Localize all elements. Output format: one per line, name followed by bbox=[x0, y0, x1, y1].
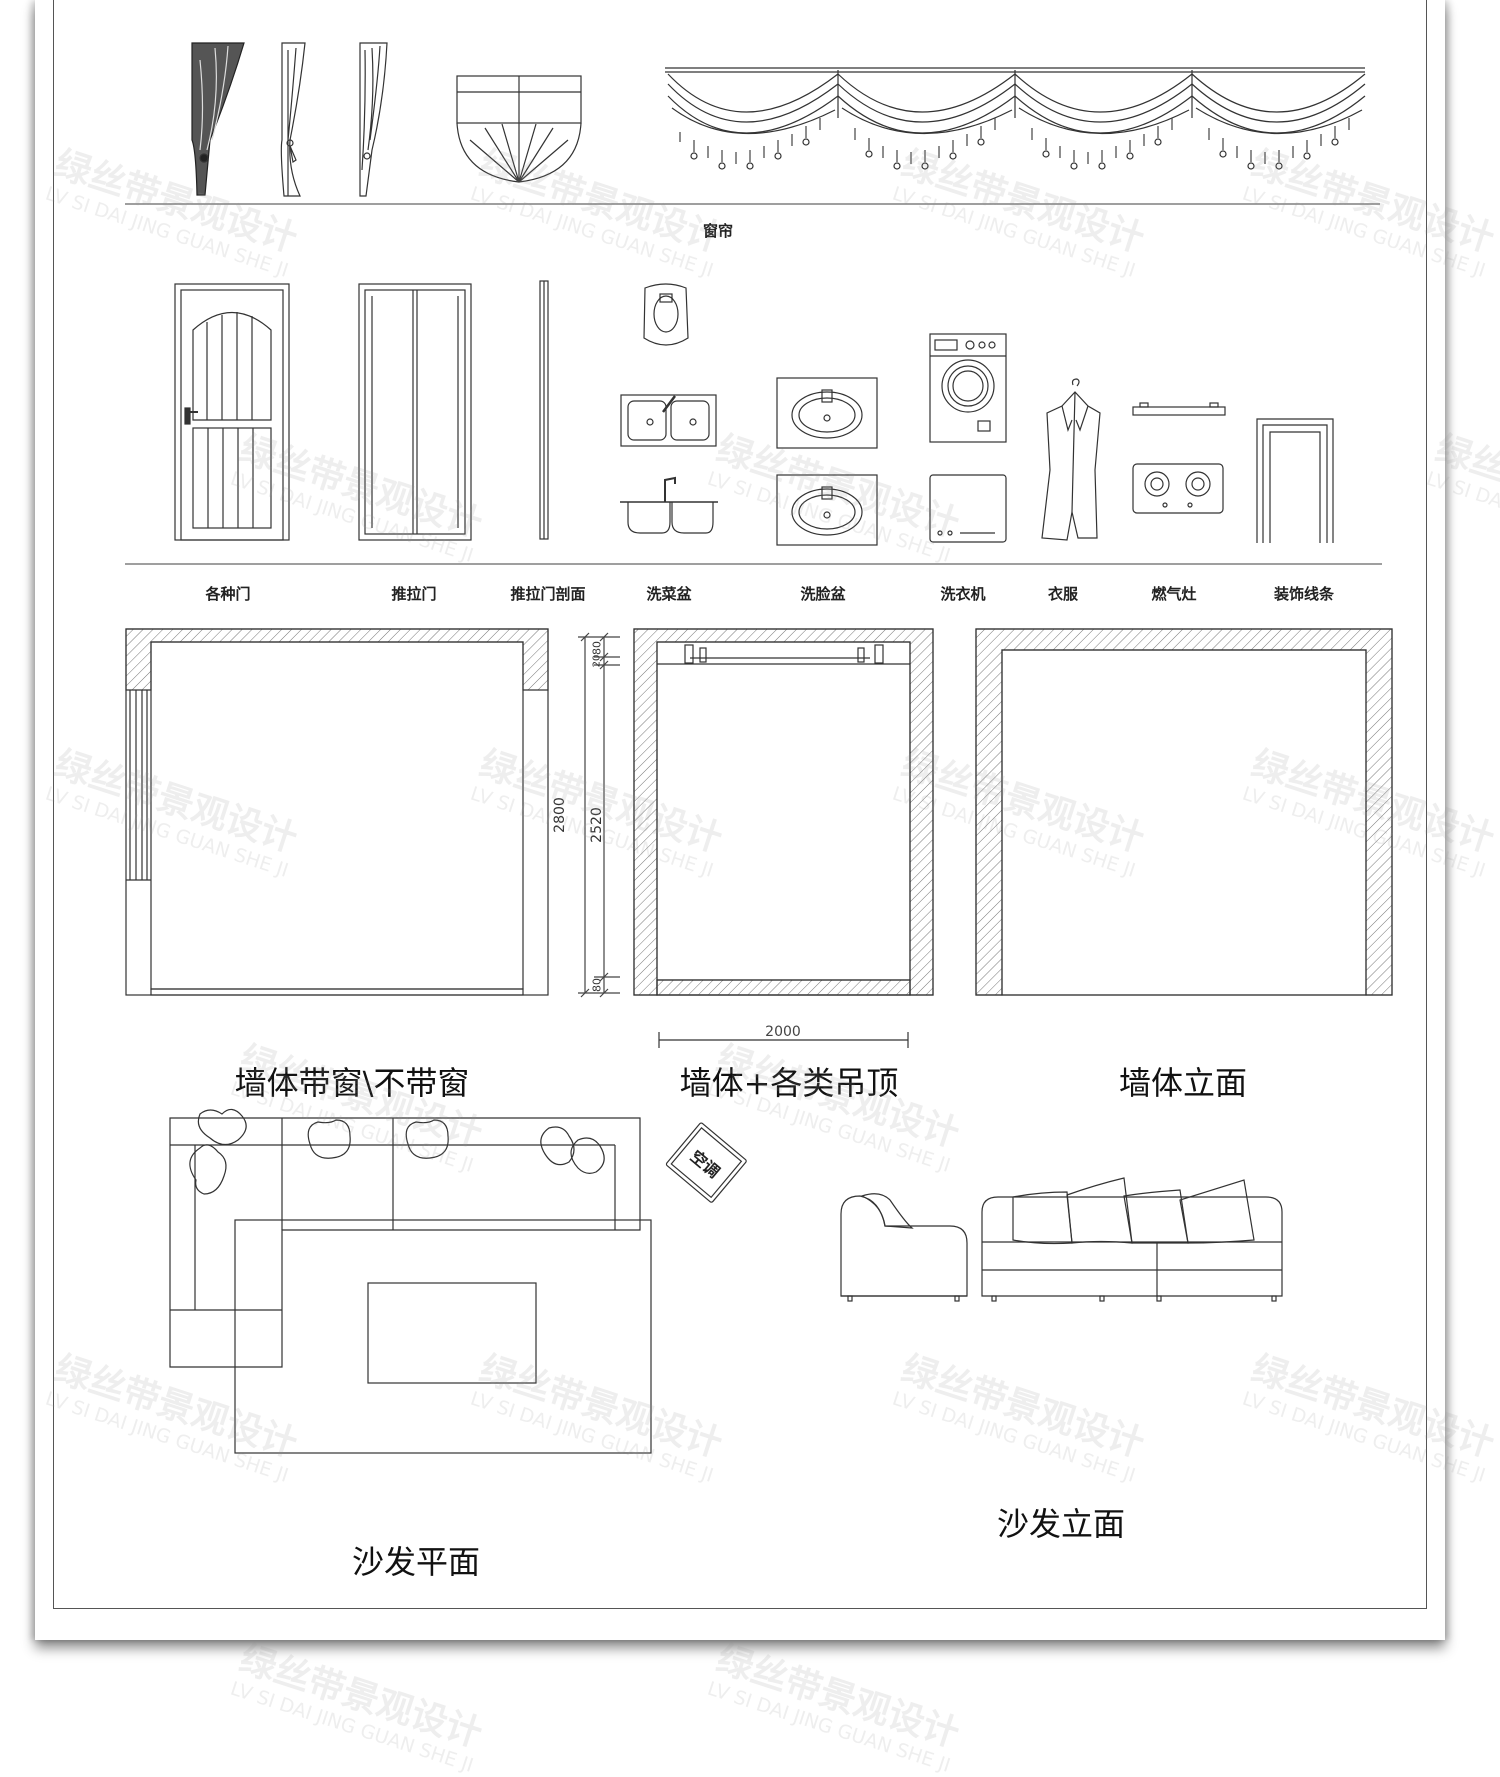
wash-basin-plan-icon-2 bbox=[776, 474, 878, 546]
title-sofa-plan: 沙发平面 bbox=[351, 1543, 481, 1581]
decorative-molding-icon bbox=[1256, 418, 1334, 543]
curtain-icon-tied bbox=[280, 42, 306, 197]
title-sofa-elevation: 沙发立面 bbox=[996, 1505, 1126, 1543]
label-sliding-door: 推拉门 bbox=[391, 585, 437, 603]
label-vegetable-sink: 洗菜盆 bbox=[646, 585, 692, 603]
squat-toilet-icon bbox=[643, 283, 689, 346]
label-curtain: 窗帘 bbox=[702, 222, 734, 240]
dim-top-80: 80 bbox=[590, 641, 604, 655]
curtain-icon-thin bbox=[359, 42, 388, 197]
sofa-plan-drawing bbox=[169, 1108, 652, 1454]
dim-top-20: 20 bbox=[591, 654, 603, 668]
sliding-door-section-icon bbox=[539, 280, 549, 540]
dim-bottom-80: 80 bbox=[590, 978, 604, 992]
dim-total-height: 2800 bbox=[552, 797, 568, 833]
gas-stove-plan-icon bbox=[1132, 463, 1224, 514]
sliding-door-icon bbox=[358, 283, 472, 541]
double-sink-plan-icon bbox=[620, 394, 717, 447]
gas-stove-elevation-icon bbox=[1132, 402, 1226, 416]
dim-clear-height: 2520 bbox=[589, 807, 605, 843]
panel-door-icon bbox=[174, 283, 290, 541]
wash-basin-plan-icon bbox=[776, 377, 878, 449]
coat-on-hanger-icon bbox=[1041, 378, 1101, 541]
label-decor-molding: 装饰线条 bbox=[1273, 585, 1335, 603]
air-conditioner-icon bbox=[665, 1122, 747, 1203]
double-sink-elevation-icon bbox=[620, 476, 718, 534]
cad-drawing bbox=[125, 42, 1393, 1454]
sofa-elevation-drawing bbox=[840, 1177, 1283, 1302]
wall-with-window-drawing bbox=[125, 628, 549, 996]
label-clothes: 衣服 bbox=[1047, 585, 1079, 603]
title-wall-ceiling: 墙体+各类吊顶 bbox=[679, 1064, 899, 1102]
valance-curtain-icon bbox=[665, 67, 1366, 170]
roman-blind-icon bbox=[456, 75, 582, 183]
washing-machine-front-icon bbox=[929, 333, 1007, 443]
sheet-border bbox=[53, 0, 1427, 1609]
label-gas-stove: 燃气灶 bbox=[1151, 585, 1197, 603]
wall-with-ceiling-drawing bbox=[633, 628, 934, 1048]
label-wash-basin: 洗脸盆 bbox=[800, 585, 846, 603]
title-wall-window: 墙体带窗\不带窗 bbox=[234, 1064, 470, 1102]
title-wall-elevation: 墙体立面 bbox=[1118, 1064, 1248, 1102]
dimension-chain bbox=[578, 632, 620, 998]
label-washing-machine: 洗衣机 bbox=[940, 585, 986, 603]
wall-elevation-drawing bbox=[975, 628, 1393, 996]
dim-width: 2000 bbox=[765, 1024, 801, 1040]
washing-machine-top-icon bbox=[929, 474, 1007, 543]
curtain-icon-dark bbox=[191, 42, 245, 196]
label-sliding-door-section: 推拉门剖面 bbox=[510, 585, 586, 603]
label-doors: 各种门 bbox=[205, 585, 251, 603]
